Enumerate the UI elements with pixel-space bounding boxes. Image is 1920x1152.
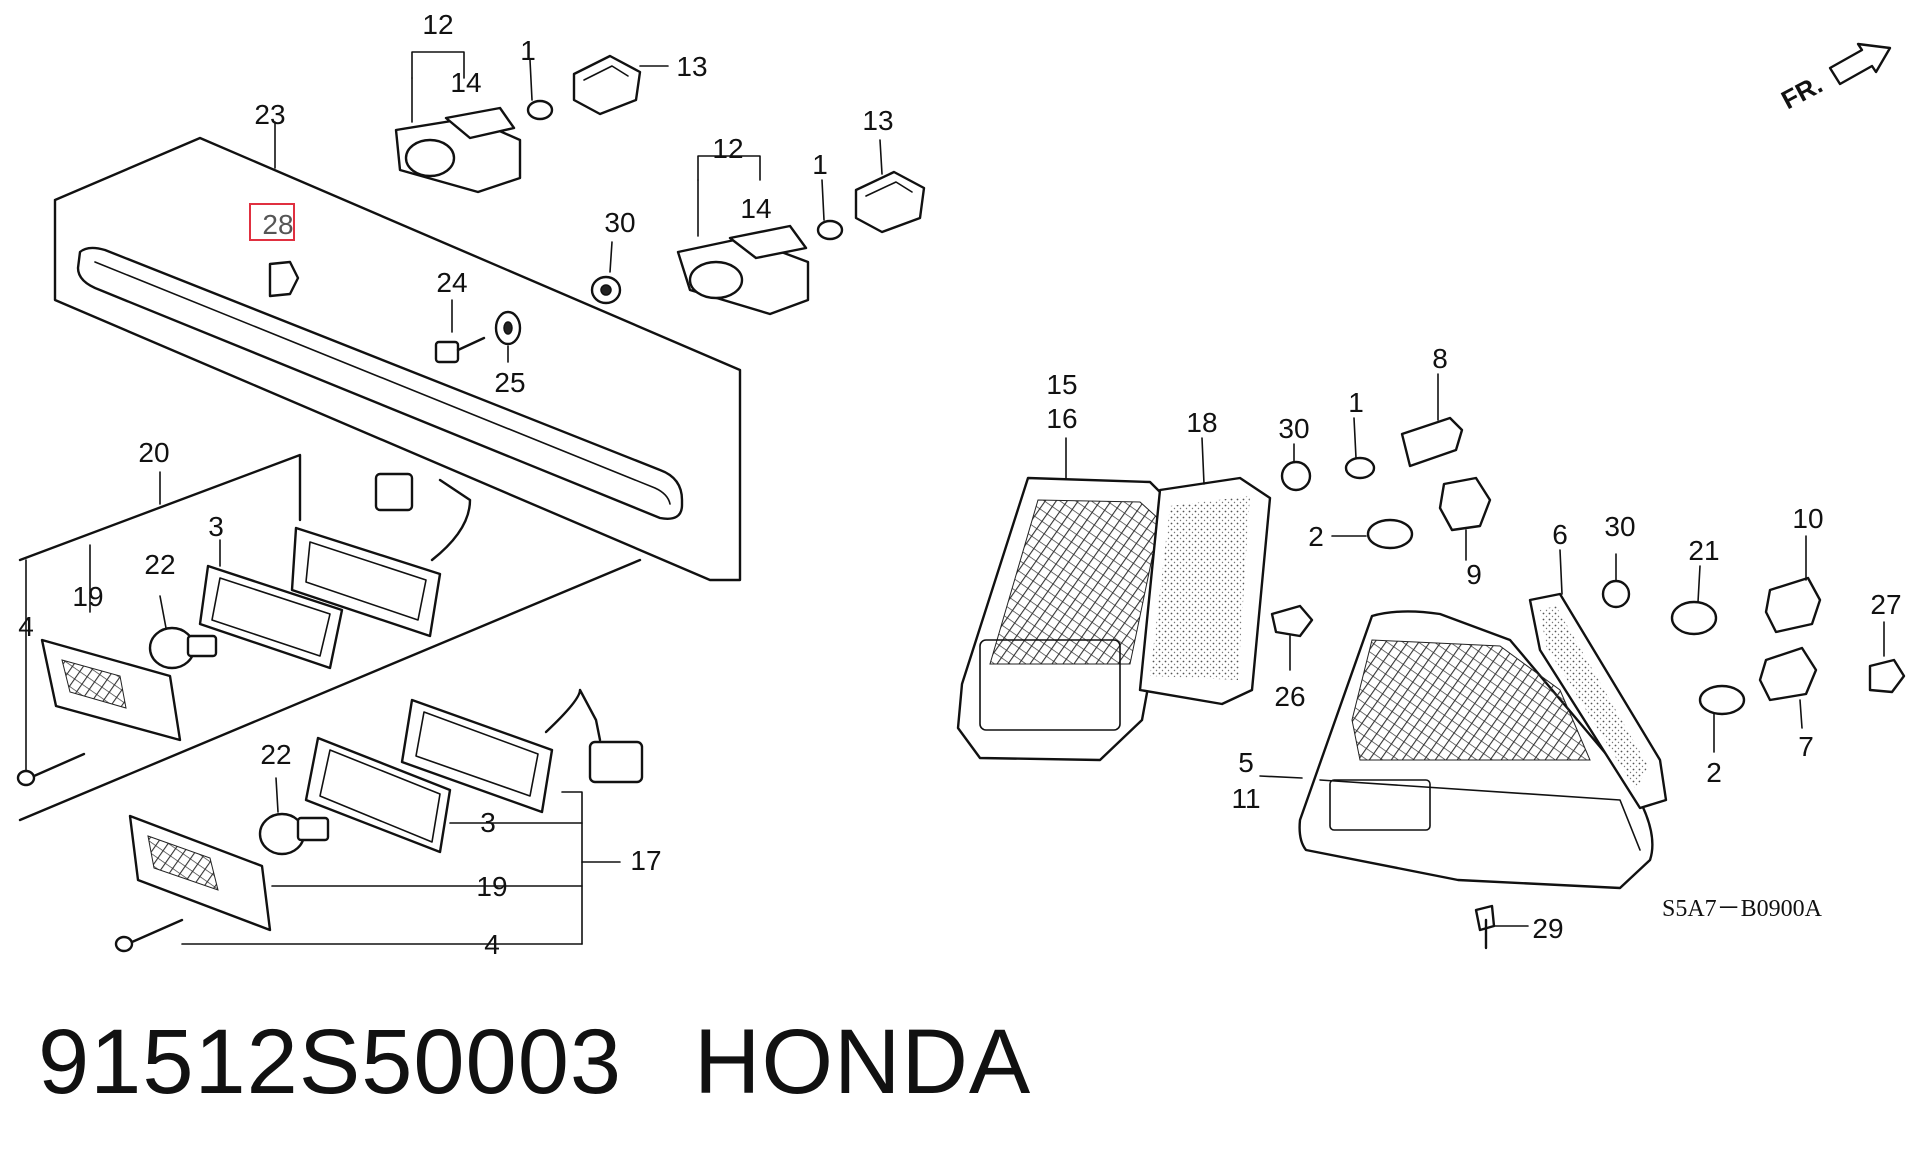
callout-24: 24 <box>436 267 467 298</box>
grommet-part-30-right <box>1601 579 1631 609</box>
connector-upper <box>374 472 414 512</box>
callout-22-lower: 22 <box>260 739 291 770</box>
callout-19-upper: 19 <box>72 581 103 612</box>
callout-29: 29 <box>1532 913 1563 944</box>
garnish-edge-line <box>94 261 671 505</box>
callout-13: 13 <box>676 51 707 82</box>
taillight-small-parts <box>1270 373 1906 753</box>
socket-part-13-upper <box>572 54 669 116</box>
front-arrow-icon <box>1828 42 1892 86</box>
callout-25: 25 <box>494 367 525 398</box>
figure-code: S5A7－B0900A <box>1662 896 1823 922</box>
brand-name: HONDA <box>694 1011 1032 1113</box>
callout-11: 11 <box>1231 783 1260 814</box>
part-number: 91512S50003 <box>38 1011 623 1113</box>
callout-1-lower: 1 <box>812 149 828 180</box>
callout-13-lower: 13 <box>862 105 893 136</box>
bulb-part-21 <box>1670 600 1718 636</box>
callout-27: 27 <box>1870 589 1901 620</box>
bulb-part-1-right <box>1344 456 1376 480</box>
gasket-part-3-upper <box>198 564 344 670</box>
bulb-part-2-lower <box>1698 684 1746 716</box>
socket-part-13-middle <box>854 139 926 234</box>
callout-19-lower: 19 <box>476 871 507 902</box>
callout-5: 5 <box>1238 747 1254 778</box>
callout-7: 7 <box>1798 731 1814 762</box>
callout-labels: 12 1 13 14 23 28 12 14 1 13 30 24 25 20 … <box>18 9 1901 960</box>
callout-14: 14 <box>450 67 481 98</box>
callout-28-highlighted: 28 <box>262 209 293 240</box>
callout-8: 8 <box>1432 343 1448 374</box>
callout-6: 6 <box>1552 519 1568 550</box>
callout-30-right: 30 <box>1604 511 1635 542</box>
license-light-assembly-1 <box>394 51 669 194</box>
callout-9: 9 <box>1466 559 1482 590</box>
callout-17: 17 <box>630 845 661 876</box>
garnish-box-outline <box>53 136 742 582</box>
callout-30-mid: 30 <box>1278 413 1309 444</box>
screw-part-4-lower <box>114 918 184 953</box>
callout-10: 10 <box>1792 503 1823 534</box>
callout-2-mid: 2 <box>1308 521 1324 552</box>
callout-16: 16 <box>1046 403 1077 434</box>
side-marker-lower-group <box>114 688 644 953</box>
front-direction-indicator: FR. <box>1776 42 1892 115</box>
screw-part-4-upper <box>16 752 86 787</box>
gasket-part-3-lower <box>304 736 452 854</box>
callout-21: 21 <box>1688 535 1719 566</box>
callout-18: 18 <box>1186 407 1217 438</box>
callout-23: 23 <box>254 99 285 130</box>
callout-4-lower: 4 <box>484 929 500 960</box>
direction-label: FR. <box>1776 69 1827 115</box>
marker-housing-lower <box>400 698 554 814</box>
license-light-assembly-2 <box>676 139 926 316</box>
side-marker-upper-group <box>16 453 642 822</box>
bulb-part-1-middle <box>816 179 844 241</box>
marker-housing-upper <box>290 526 442 638</box>
taillight-outer-group <box>1259 549 1668 950</box>
socket-part-7 <box>1758 646 1818 702</box>
garnish-assembly-outline <box>53 121 742 582</box>
connector-lower <box>588 740 644 784</box>
washer-part-25 <box>494 310 522 363</box>
callout-4-upper: 4 <box>18 611 34 642</box>
clip-part-26 <box>1270 604 1314 638</box>
callout-14-lower: 14 <box>740 193 771 224</box>
clip-part-28 <box>268 260 300 298</box>
callout-22-upper: 22 <box>144 549 175 580</box>
grommet-part-30-upper <box>590 241 622 305</box>
bulb-part-1-upper <box>526 59 554 121</box>
marker-box-top <box>18 453 302 562</box>
callout-12: 12 <box>422 9 453 40</box>
marker-box-divider <box>18 558 642 822</box>
callout-20: 20 <box>138 437 169 468</box>
callout-12-lower: 12 <box>712 133 743 164</box>
callout-30-upper: 30 <box>604 207 635 238</box>
screw-part-24 <box>434 299 486 364</box>
callout-26: 26 <box>1274 681 1305 712</box>
screw-part-29 <box>1474 904 1529 950</box>
callout-1: 1 <box>520 35 536 66</box>
callout-3-upper: 3 <box>208 511 224 542</box>
socket-part-8 <box>1400 416 1464 468</box>
bulb-part-2-right <box>1366 518 1414 550</box>
taillight-inner-group <box>956 437 1272 762</box>
callout-1-right: 1 <box>1348 387 1364 418</box>
clip-part-27 <box>1868 658 1906 694</box>
socket-part-9 <box>1438 476 1492 532</box>
highlight-box-28 <box>249 203 295 241</box>
grommet-part-30-mid <box>1280 460 1312 492</box>
callout-15: 15 <box>1046 369 1077 400</box>
socket-part-10 <box>1764 576 1822 634</box>
footer-caption: 91512S50003 HONDA <box>38 1010 1031 1115</box>
callout-3-lower: 3 <box>480 807 496 838</box>
callout-2-lower: 2 <box>1706 757 1722 788</box>
